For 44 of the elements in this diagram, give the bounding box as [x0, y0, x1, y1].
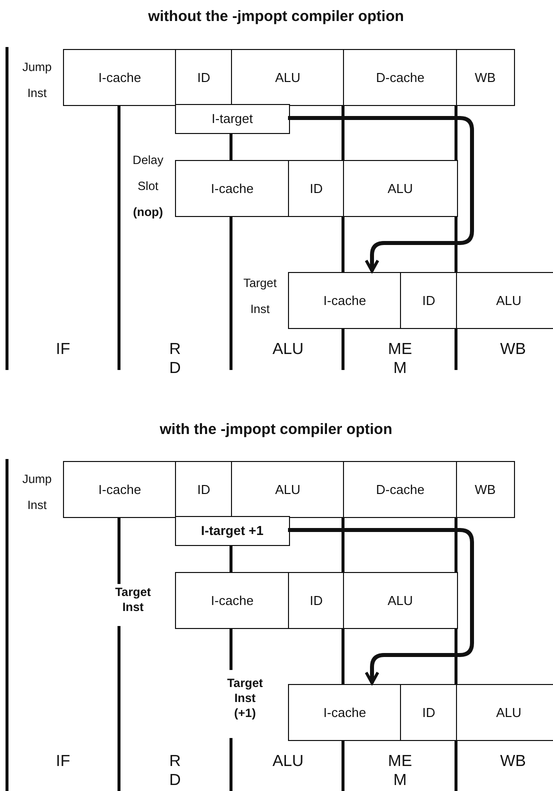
panel-heading: with the -jmpopt compiler option	[160, 421, 392, 438]
stage-label: ALU	[272, 752, 304, 771]
stage-label: ALU	[272, 340, 304, 359]
pipeline-stage-box: ID	[400, 684, 458, 740]
stage-label: IF	[56, 340, 70, 359]
arrow	[288, 116, 474, 272]
pipeline-stage-box: I-target +1	[175, 516, 290, 546]
pipeline-stage-box: I-target	[175, 104, 290, 134]
pipeline-stage-box: I-cache	[175, 572, 290, 628]
stage-label: ME M	[388, 752, 412, 790]
row-label: Target Inst	[115, 585, 151, 615]
stage-label: IF	[56, 752, 70, 771]
row-label: Jump Inst	[22, 59, 52, 102]
pipeline-stage-box: I-cache	[63, 49, 176, 106]
pipeline-stage-box: ALU	[231, 49, 344, 106]
stage-label: R D	[169, 752, 181, 790]
row-label: Target Inst (+1)	[227, 676, 263, 721]
pipeline-stage-box: ALU	[343, 572, 458, 628]
pipeline-stage-box: ALU	[456, 272, 553, 328]
pipeline-stage-box: ID	[175, 461, 232, 518]
pipeline-stage-box: ID	[288, 160, 344, 216]
pipeline-stage-box: I-cache	[288, 684, 402, 740]
pipeline-stage-box: I-cache	[175, 160, 290, 216]
row-label: Target Inst	[243, 275, 277, 318]
panel-heading: without the -jmpopt compiler option	[148, 8, 404, 25]
pipeline-stage-box: D-cache	[343, 461, 458, 518]
arrow	[288, 528, 474, 684]
pipeline-stage-box: ALU	[343, 160, 458, 216]
pipeline-stage-box: I-cache	[63, 461, 176, 518]
pipeline-stage-box: WB	[456, 49, 514, 106]
pipeline-stage-box: D-cache	[343, 49, 458, 106]
pipeline-stage-box: ID	[400, 272, 458, 328]
pipeline-stage-box: ID	[175, 49, 232, 106]
pipeline-stage-box: ALU	[231, 461, 344, 518]
stage-label: WB	[500, 340, 526, 359]
pipeline-stage-box: I-cache	[288, 272, 402, 328]
stage-label: R D	[169, 340, 181, 378]
pipeline-stage-box: WB	[456, 461, 514, 518]
pipeline-stage-box: ALU	[456, 684, 553, 740]
stage-label: ME M	[388, 340, 412, 378]
row-label: Jump Inst	[22, 471, 52, 514]
row-label: Delay Slot (nop)	[132, 152, 164, 221]
stage-label: WB	[500, 752, 526, 771]
pipeline-stage-box: ID	[288, 572, 344, 628]
